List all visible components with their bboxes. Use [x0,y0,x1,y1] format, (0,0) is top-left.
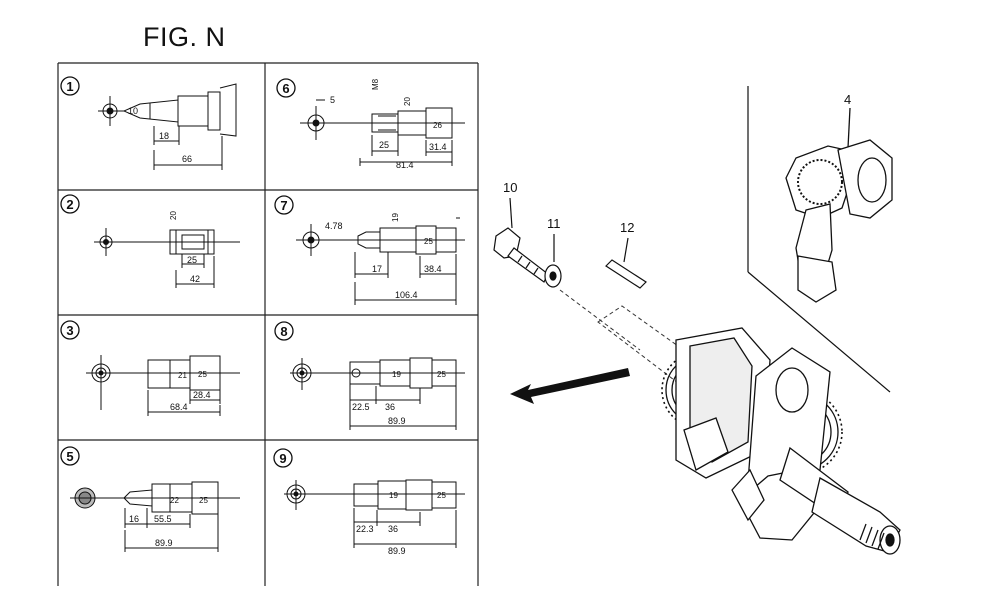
variant-number: 6 [282,81,289,96]
variant-cell-9: 9 19 25 22.3 36 89.9 [273,448,465,556]
variant-cell-6: 6 5 M8 20 26 25 31.4 81.4 [276,78,465,170]
variant-number: 5 [66,449,73,464]
dimension-label: 20 [169,211,178,220]
variant-cell-2: 2 20 25 42 [60,194,240,288]
dimension-label: 38.4 [424,264,442,274]
variant-badge [60,76,80,96]
dimension-label: 106.4 [395,290,418,300]
variant-badge [274,195,294,215]
dimension-label: 89.9 [388,416,406,426]
inset-frame [747,86,891,393]
dimension-label: 16 [129,514,139,524]
variant-badge [276,78,296,98]
dimension-label: 89.9 [155,538,173,548]
dimension-label: 22 [170,496,179,505]
figure-title: FIG. N [143,22,226,52]
variant-number: 1 [66,79,73,94]
dimension-label: M8 [371,78,380,90]
dimension-label: 25 [437,370,446,379]
callout-label: 12 [620,220,634,235]
dimension-label: 22.5 [352,402,370,412]
dimension-label: 25 [198,370,207,379]
variant-number: 9 [279,451,286,466]
dimension-label: 42 [190,274,200,284]
variant-badge [60,194,80,214]
variant-badge [60,446,80,466]
dimension-label: 81.4 [396,160,414,170]
variant-cell-1: 1 10 18 66 [60,76,237,170]
dimension-label: 21 [178,371,187,380]
bolt-part [493,197,549,283]
phantom-shaft [559,289,707,387]
dimension-label: 19 [391,213,400,222]
dimension-label: 19 [392,370,401,379]
crankshaft-part [661,327,901,555]
variant-cell-8: 8 19 25 22.5 36 89.9 [274,321,465,430]
dimension-label: 25 [437,491,446,500]
dimension-label: 25 [187,255,197,265]
variant-cell-5: 5 22 25 16 55.5 89.9 [60,446,240,552]
variant-badge [274,321,294,341]
variant-badge [60,320,80,340]
dimension-label: 4.78 [325,221,343,231]
callout-label: 10 [503,180,517,195]
governor-gear-part [785,107,893,303]
dimension-label: 25 [379,140,389,150]
callout-label: 4 [844,92,851,107]
variant-cell-3: 3 21 25 28.4 68.4 [60,320,240,416]
dimension-label: 25 [424,237,433,246]
dimension-label: 28.4 [193,390,211,400]
washer-part [544,234,562,288]
variant-number: 7 [280,198,287,213]
variant-number: 2 [66,197,73,212]
dimension-label: 10 [128,106,138,116]
variant-cell-7: 7 4.78 19 25 17 38.4 106.4 [274,195,465,305]
variant-grid [57,62,479,586]
dimension-label: 68.4 [170,402,188,412]
dimension-label: 22.3 [356,524,374,534]
dimension-label: 17 [372,264,382,274]
dimension-label: 55.5 [154,514,172,524]
dimension-label: 18 [159,131,169,141]
dimension-label: 66 [182,154,192,164]
direction-arrow [510,368,630,404]
dimension-label: 19 [389,491,398,500]
dimension-label: 25 [199,496,208,505]
dimension-label: 20 [403,97,412,106]
callout-label: 11 [547,216,561,231]
dimension-label: 26 [433,121,442,130]
dimension-label: 36 [385,402,395,412]
key-part [605,237,647,289]
variant-number: 8 [280,324,287,339]
dimension-label: 5 [330,95,335,105]
dimension-label: 31.4 [429,142,447,152]
dimension-label: 36 [388,524,398,534]
dimension-label: 89.9 [388,546,406,556]
variant-number: 3 [66,323,73,338]
variant-badge [273,448,293,468]
